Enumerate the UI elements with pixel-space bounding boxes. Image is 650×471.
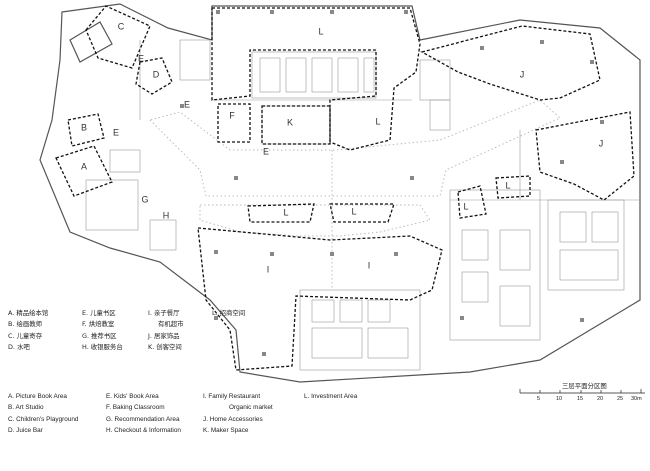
legend-item: B. 绘画教师 [8, 320, 43, 329]
zone-label-j-2: J [599, 138, 604, 148]
legend-item: G. 推荐书区 [82, 331, 117, 340]
zone-label-a: A [81, 161, 87, 171]
zone-label-c: C [118, 21, 125, 31]
legend-item: K. 创客空间 [148, 343, 182, 352]
zone-label-e-3: E [113, 127, 119, 137]
legend-item: E. 儿童书区 [82, 309, 116, 317]
legend-cn-col1: A. 精品绘本馆 B. 绘画教师 C. 儿童寄存 D. 水吧 [8, 308, 48, 354]
legend-item: A. 精品绘本馆 [8, 309, 49, 317]
zone-label-j-1: J [520, 69, 525, 79]
zone-label-f: F [229, 110, 235, 120]
legend-en-col4: L. Investment Area [304, 391, 357, 402]
legend-cn-col4: L. 招商空间 [212, 308, 245, 319]
zone-label-l-top: L [318, 26, 323, 36]
legend-item: G. Recommendation Area [106, 415, 180, 423]
zone-label-h: H [163, 210, 170, 220]
legend-cn-col2: E. 儿童书区 F. 烘焙教室 G. 推荐书区 H. 收银服务台 [82, 308, 123, 354]
zone-label-d: D [153, 69, 160, 79]
zone-boundary-d [135, 57, 173, 95]
legend-item: 有机超市 [158, 320, 184, 329]
zone-boundary-l-top [211, 7, 421, 151]
legend-item: L. 招商空间 [212, 309, 246, 317]
building-walls [39, 3, 641, 383]
zone-label-k: K [287, 117, 293, 127]
legend-item: E. Kids' Book Area [106, 393, 159, 400]
structural-columns [180, 10, 604, 356]
scale-tick: 15 [577, 396, 584, 402]
legend-item: J. Home Accessories [203, 415, 263, 423]
zone-label-e-4: E [263, 146, 269, 156]
legend-en-col2: E. Kids' Book Area F. Baking Classroom G… [106, 391, 181, 437]
zone-label-i-2: I [368, 260, 371, 270]
zone-boundary-l-right-1 [457, 185, 487, 219]
legend-en-col3: I. Family Restaurant Organic market J. H… [203, 391, 273, 437]
zone-boundary-f [217, 103, 251, 143]
legend-item: L. Investment Area [304, 393, 358, 400]
scale-tick: 20 [597, 396, 604, 402]
legend-item: D. 水吧 [8, 343, 30, 352]
zone-boundary-i [197, 227, 443, 371]
scale-tick: 30m [631, 396, 642, 402]
zone-boundary-k [261, 105, 331, 145]
zone-label-e-1: E [138, 53, 144, 63]
legend-item: K. Maker Space [203, 427, 249, 435]
legend-item: F. Baking Classroom [106, 404, 165, 412]
zone-label-l-5: L [283, 207, 288, 217]
legend-en-col1: A. Picture Book Area B. Art Studio C. Ch… [8, 391, 79, 437]
zone-label-g: G [141, 194, 148, 204]
zone-labels: C E D E B E A G H L F K L E J J L L L L … [81, 21, 603, 274]
legend-item: Organic market [229, 404, 273, 412]
zone-boundaries [55, 5, 635, 371]
central-circulation [149, 99, 561, 290]
legend-item: I. 亲子餐厅 [148, 309, 180, 317]
scale-tick: 5 [537, 396, 541, 402]
scale-tick: 10 [556, 396, 563, 402]
legend-item: J. 居家饰品 [148, 331, 180, 340]
legend-item: F. 烘焙教室 [82, 320, 115, 329]
legend-item: B. Art Studio [8, 404, 44, 412]
zone-boundary-a [55, 145, 113, 197]
zone-label-l-3: L [505, 180, 510, 190]
legend-item: C. Children's Playground [8, 415, 79, 423]
zone-boundary-c [85, 5, 151, 69]
zone-boundary-l-right-2 [495, 175, 531, 199]
zone-label-l-6: L [351, 206, 356, 216]
legend-item: H. Checkout & Information [106, 427, 181, 435]
zone-label-b: B [81, 122, 87, 132]
zone-boundary-b [67, 113, 105, 147]
zone-label-i-1: I [267, 264, 270, 274]
legend-item: D. Juice Bar [8, 427, 43, 435]
zone-label-l-2: L [375, 116, 380, 126]
zone-label-e-2: E [184, 99, 190, 109]
scale-bar [519, 389, 645, 394]
legend-item: H. 收银服务台 [82, 343, 123, 352]
zone-boundary-l-mid-1 [247, 203, 315, 223]
legend-item: C. 儿童寄存 [8, 331, 43, 340]
zone-label-l-4: L [463, 201, 468, 211]
zone-boundary-l-mid-2 [329, 203, 395, 223]
scale-tick: 25 [617, 396, 624, 402]
legend-cn-col3: I. 亲子餐厅 有机超市 J. 居家饰品 K. 创客空间 [148, 308, 184, 354]
zone-boundary-j [420, 25, 601, 101]
scale-title: 三层平面分区图 [562, 382, 607, 390]
legend-item: A. Picture Book Area [8, 393, 67, 400]
legend-item: I. Family Restaurant [203, 393, 261, 400]
zone-boundary-j2 [535, 111, 635, 201]
